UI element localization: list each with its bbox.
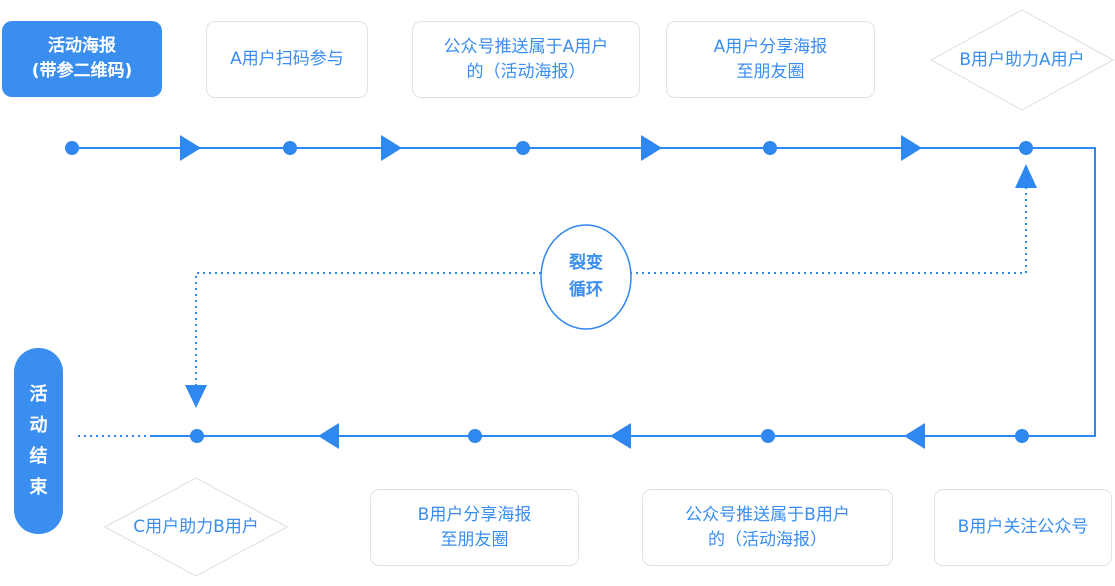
flow-dot — [516, 141, 530, 155]
step-b-help-a: B用户助力A用户 — [959, 49, 1085, 70]
diamond-shape-bottom-left — [103, 477, 289, 577]
step-b-share: B用户分享海报 至朋友圈 — [370, 489, 579, 566]
arrow-right-icon — [381, 135, 402, 161]
arrow-left-icon — [318, 423, 339, 449]
step-push-a-poster: 公众号推送属于A用户 的（活动海报） — [412, 21, 640, 98]
cycle-loop-left — [195, 272, 541, 385]
cycle-circle — [540, 224, 632, 330]
flow-dot — [190, 429, 204, 443]
arrow-right-icon — [641, 135, 662, 161]
arrow-down-icon — [185, 385, 207, 408]
step-b-follow: B用户关注公众号 — [934, 489, 1112, 566]
flow-dot — [283, 141, 297, 155]
step-push-b-poster: 公众号推送属于B用户 的（活动海报） — [642, 489, 893, 566]
arrow-right-icon — [901, 135, 922, 161]
flow-dot — [761, 429, 775, 443]
flow-dot — [65, 141, 79, 155]
flow-dot — [1015, 429, 1029, 443]
cycle-loop-right — [630, 188, 1027, 274]
arrow-left-icon — [610, 423, 631, 449]
diamond-shape-top-right — [929, 9, 1115, 111]
step-c-help-b: C用户助力B用户 — [133, 516, 259, 537]
step-a-share: A用户分享海报 至朋友圈 — [666, 21, 875, 98]
arrow-right-icon — [180, 135, 201, 161]
flow-dot — [763, 141, 777, 155]
flow-dot — [468, 429, 482, 443]
arrow-up-icon — [1015, 164, 1037, 188]
start-node: 活动海报 (带参二维码) — [2, 21, 162, 97]
arrow-left-icon — [904, 423, 925, 449]
cycle-label: 裂变 循环 — [569, 253, 603, 300]
end-node: 活 动 结 束 — [14, 348, 63, 534]
step-a-scan: A用户扫码参与 — [206, 21, 368, 98]
flow-dot — [1019, 141, 1033, 155]
